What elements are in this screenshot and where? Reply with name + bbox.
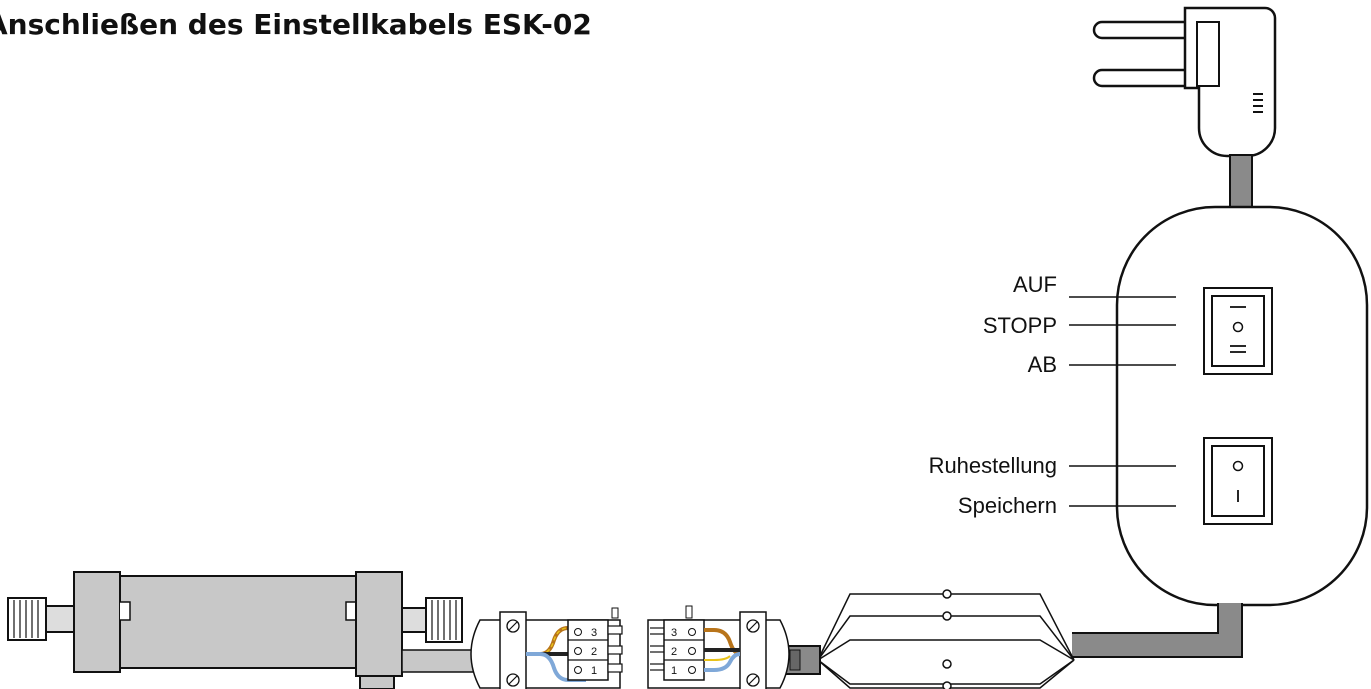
leader-lines <box>1069 296 1176 507</box>
terminal-number: 1 <box>591 665 597 677</box>
memory-switch <box>1203 437 1273 525</box>
terminal-number: 2 <box>591 646 597 658</box>
page-title: Anschließen des Einstellkabels ESK-02 <box>0 8 592 41</box>
label-auf: AUF <box>1013 272 1057 297</box>
terminal-number: 1 <box>671 665 677 677</box>
terminal-number: 3 <box>671 627 677 639</box>
plug-cable <box>1229 154 1253 212</box>
label-speichern: Speichern <box>957 493 1057 518</box>
connector-left: 3 2 1 <box>470 607 623 689</box>
terminal-number: 2 <box>671 646 677 658</box>
terminal-number: 3 <box>591 627 597 639</box>
connector-right: 3 2 1 <box>647 605 790 689</box>
direction-switch <box>1203 287 1273 375</box>
cable-sleeve <box>789 649 801 671</box>
power-plug <box>1092 6 1277 158</box>
label-ruhestellung: Ruhestellung <box>928 453 1057 478</box>
tubular-motor <box>7 571 463 689</box>
label-ab: AB <box>1027 352 1057 377</box>
wire-bundle <box>817 589 1075 689</box>
control-box <box>1115 205 1369 607</box>
box-cable <box>1072 603 1241 656</box>
label-stopp: STOPP <box>982 313 1057 338</box>
